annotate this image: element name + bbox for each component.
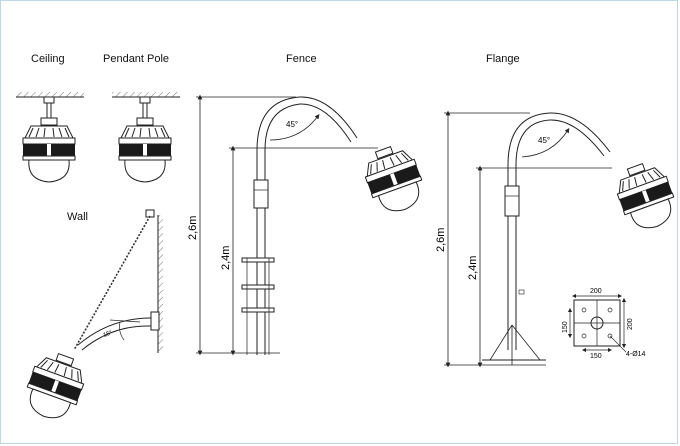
flange-height-pole: 2,4m (467, 256, 479, 280)
flange-height-total: 2,6m (435, 228, 447, 252)
title-pendant-pole: Pendant Pole (103, 53, 170, 65)
pendant-pole-drawing (112, 92, 180, 183)
title-flange: Flange (486, 53, 520, 65)
wall-angle: 15° (103, 330, 114, 339)
fence-height-total: 2,6m (187, 216, 199, 240)
title-fence: Fence (286, 53, 317, 65)
flange-hole-span-y: 150 (562, 321, 569, 333)
flange-hole-span-x: 150 (590, 353, 602, 360)
fence-mount-drawing (196, 94, 430, 356)
fence-angle: 45° (286, 120, 298, 129)
fence-height-pole: 2,4m (220, 246, 232, 270)
title-wall: Wall (67, 211, 88, 223)
title-ceiling: Ceiling (31, 53, 65, 65)
flange-plate-height: 200 (627, 318, 634, 330)
flange-plate-width: 200 (590, 288, 602, 295)
flange-holes: 4-Ø14 (626, 351, 646, 358)
ceiling-mount-drawing (16, 92, 84, 183)
flange-mount-drawing (444, 110, 680, 368)
wall-mount-drawing (19, 209, 163, 426)
flange-angle: 45° (538, 136, 550, 145)
